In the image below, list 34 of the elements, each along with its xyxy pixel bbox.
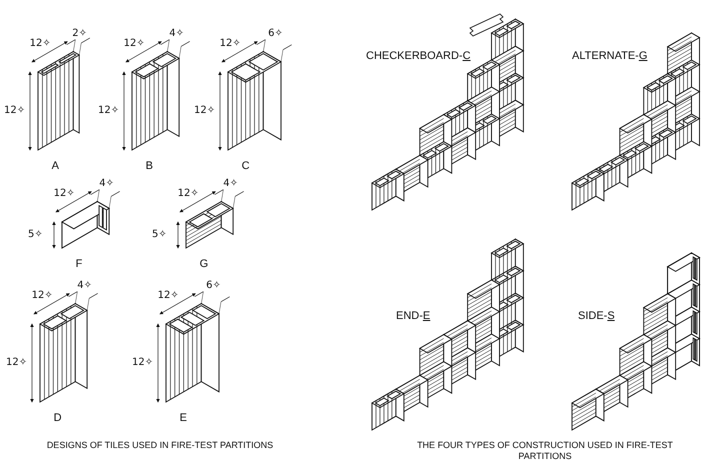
dimension-label: 12✧ xyxy=(6,357,28,369)
tile-letter: A xyxy=(52,160,59,172)
tile-letter: B xyxy=(146,160,153,172)
construction-label: SIDE-S xyxy=(578,310,615,322)
dimension-label: 12✧ xyxy=(194,105,216,117)
tile-letter: C xyxy=(242,160,250,172)
dimension-label: 12✧ xyxy=(32,290,53,302)
tile-letter: E xyxy=(180,412,187,424)
dimension-label: 12✧ xyxy=(30,38,51,50)
tile-letter: G xyxy=(200,258,208,270)
dimension-label: 4✧ xyxy=(77,280,92,292)
dimension-label: 4✧ xyxy=(169,28,184,40)
tile-letter: F xyxy=(76,258,82,270)
construction-label: CHECKERBOARD-C xyxy=(366,50,471,62)
dimension-label: 4✧ xyxy=(99,178,114,190)
dimension-label: 6✧ xyxy=(268,28,283,40)
tile-letter: D xyxy=(54,412,62,424)
dimension-label: 6✧ xyxy=(206,280,221,292)
construction-label: END-E xyxy=(396,310,430,322)
construction-label: ALTERNATE-G xyxy=(572,50,648,62)
dimension-label: 12✧ xyxy=(4,105,26,117)
dimension-label: 5✧ xyxy=(28,229,43,241)
dimension-label: 2✧ xyxy=(72,28,88,40)
dimension-label: 12✧ xyxy=(132,357,154,369)
caption: THE FOUR TYPES OF CONSTRUCTION USED IN FIRE-TEST PARTITIONS xyxy=(416,440,674,462)
dimension-label: 12✧ xyxy=(54,188,75,200)
dimension-label: 4✧ xyxy=(223,178,238,190)
caption: DESIGNS OF TILES USED IN FIRE-TEST PARTITIONS xyxy=(46,440,274,451)
dimension-label: 12✧ xyxy=(98,105,120,117)
dimension-label: 5✧ xyxy=(152,229,167,241)
dimension-label: 12✧ xyxy=(124,38,145,50)
dimension-label: 12✧ xyxy=(158,290,179,302)
dimension-label: 12✧ xyxy=(178,188,199,200)
dimension-label: 12✧ xyxy=(220,38,241,50)
